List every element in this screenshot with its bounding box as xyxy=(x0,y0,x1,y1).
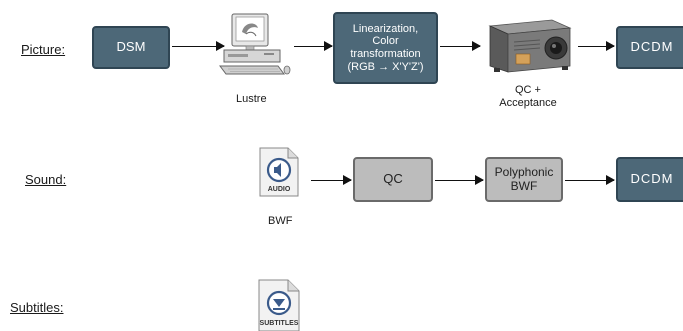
qc-acceptance-caption: QC + Acceptance xyxy=(493,84,563,110)
sound-dcdm-label: DCDM xyxy=(630,171,674,187)
projector-icon xyxy=(488,19,572,73)
audio-icon-text: AUDIO xyxy=(268,186,291,193)
picture-dcdm-box: DCDM xyxy=(616,26,683,69)
sound-qc-box: QC xyxy=(353,157,433,202)
linearization-line-2: Color xyxy=(372,35,399,48)
bwf-caption: BWF xyxy=(268,215,293,227)
polyphonic-bwf-box: Polyphonic BWF xyxy=(485,157,563,202)
audio-file-icon: AUDIO xyxy=(259,147,299,197)
arrow-dsm-to-lustre xyxy=(172,41,225,51)
row-label-subtitles: Subtitles: xyxy=(10,300,64,315)
sound-dcdm-box: DCDM xyxy=(616,157,683,202)
row-label-sound: Sound: xyxy=(25,172,67,187)
arrow-projector-to-dcdm xyxy=(578,41,615,51)
dsm-label: DSM xyxy=(116,39,146,55)
arrow-lustre-to-linearization xyxy=(294,41,333,51)
sound-qc-label: QC xyxy=(383,171,403,187)
row-label-picture: Picture: xyxy=(21,42,66,57)
linearization-box: Linearization, Color transformation (RGB… xyxy=(333,12,438,84)
lustre-caption: Lustre xyxy=(236,93,267,105)
qc-acceptance-line-2: Acceptance xyxy=(499,97,557,110)
arrow-bwf-to-qc xyxy=(311,175,352,185)
subtitles-file-icon: SUBTITLES xyxy=(258,279,300,331)
linearization-line-3: transformation xyxy=(350,48,421,60)
workstation-icon xyxy=(219,13,291,75)
arrow-polyphonic-to-dcdm xyxy=(565,175,615,185)
linearization-line-4: (RGB → X'Y'Z') xyxy=(347,60,424,73)
arrow-linearization-to-projector xyxy=(440,41,481,51)
qc-acceptance-line-1: QC + xyxy=(515,84,541,96)
linearization-line-1: Linearization, xyxy=(352,22,419,35)
polyphonic-line-2: BWF xyxy=(510,178,538,193)
picture-dcdm-label: DCDM xyxy=(630,39,674,55)
subtitles-icon-text: SUBTITLES xyxy=(260,320,299,327)
arrow-qc-to-polyphonic xyxy=(435,175,484,185)
dsm-box: DSM xyxy=(92,26,170,69)
polyphonic-line-1: Polyphonic xyxy=(494,164,554,179)
